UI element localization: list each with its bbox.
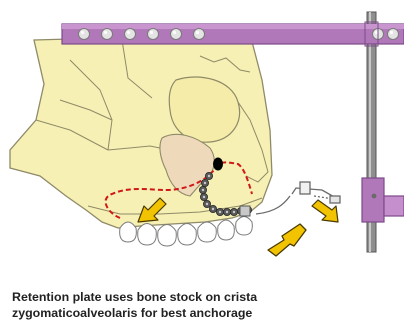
skull: [10, 34, 272, 228]
tooth: [138, 224, 157, 246]
anchor-block: [240, 206, 250, 216]
figure-caption: Retention plate uses bone stock on crist…: [12, 289, 392, 321]
rod-bracket: [362, 178, 404, 222]
tooth: [178, 224, 197, 246]
skull-distraction-diagram: [0, 0, 404, 270]
caption-line-2: zygomaticoalveolaris for best anchorage: [12, 305, 392, 321]
tooth: [218, 220, 235, 240]
tooth: [158, 225, 177, 247]
caption-line-1: Retention plate uses bone stock on crist…: [12, 289, 392, 305]
force-arrow-icon: [268, 224, 306, 256]
frame-bar: [62, 22, 404, 46]
tooth: [120, 222, 137, 242]
tooth: [236, 217, 253, 236]
landmark-dot: [213, 158, 223, 171]
tooth: [198, 222, 217, 242]
